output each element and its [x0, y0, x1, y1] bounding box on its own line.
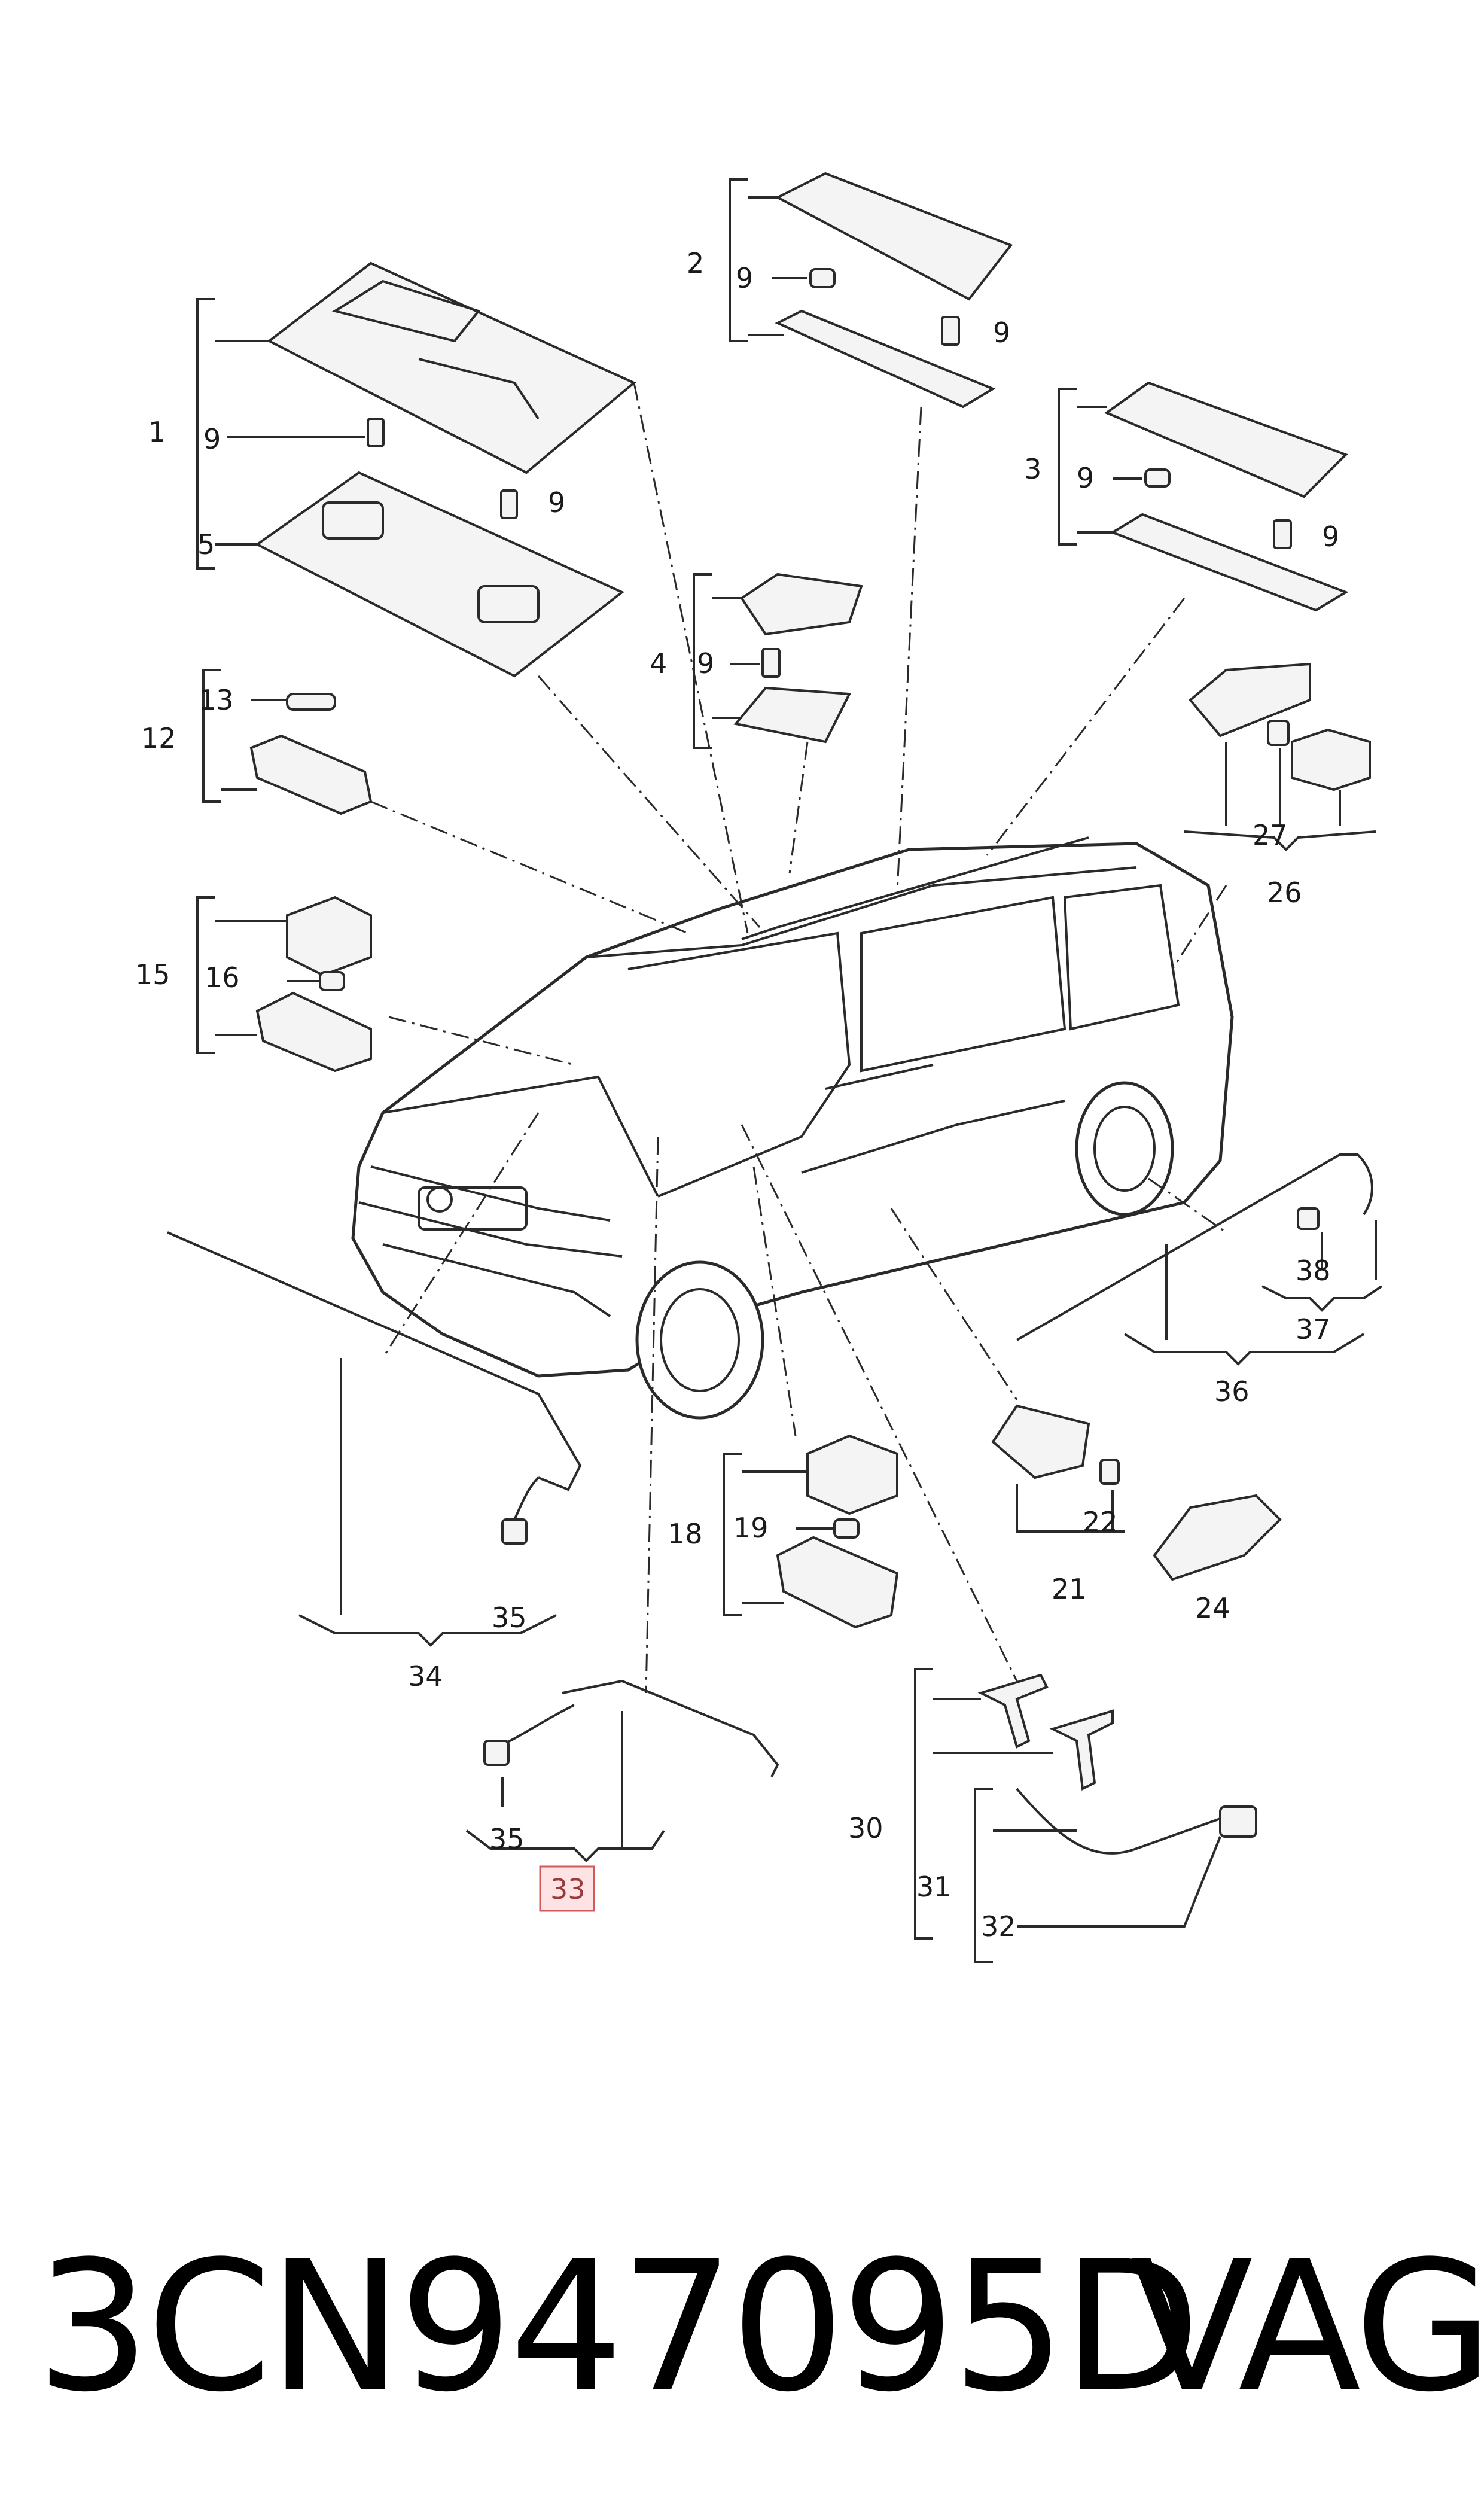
callout-13: 13: [199, 684, 234, 716]
callout-4: 4: [650, 647, 667, 680]
brand-code: VAG: [1130, 2222, 1484, 2431]
part-group-1: [196, 261, 636, 678]
callout-labels: 1 9 5 9 2 9 9 3 9 9 4 9 13 12 15 16 18 1…: [135, 247, 1339, 1942]
callout-27: 27: [1253, 819, 1288, 851]
callout-22: 22: [1083, 1506, 1118, 1538]
callout-9: 9: [993, 316, 1010, 349]
vehicle-illustration: [351, 836, 1234, 1420]
part-group-4: [693, 573, 863, 749]
callout-24: 24: [1195, 1592, 1230, 1624]
callout-30: 30: [848, 1812, 883, 1844]
callout-9: 9: [697, 647, 714, 680]
callout-33-highlight: 33: [539, 1865, 595, 1912]
part-group-15: [196, 896, 372, 1073]
callout-35: 35: [489, 1823, 525, 1855]
callout-33: 33: [550, 1873, 586, 1905]
callout-9: 9: [736, 262, 753, 294]
part-group-21: [991, 1404, 1282, 1581]
callout-26: 26: [1267, 876, 1302, 909]
part-group-36: [1016, 1153, 1383, 1366]
callout-16: 16: [205, 961, 240, 994]
part-group-33: [465, 1679, 779, 1862]
callout-18: 18: [668, 1518, 703, 1550]
callout-9: 9: [548, 486, 565, 519]
callout-34: 34: [408, 1660, 443, 1692]
part-group-26: [1184, 662, 1376, 851]
callout-37: 37: [1296, 1313, 1331, 1345]
part-group-30: [914, 1668, 1257, 1963]
callout-35: 35: [492, 1601, 527, 1634]
leader-lines: [370, 382, 1227, 1694]
callout-21: 21: [1052, 1573, 1087, 1605]
part-group-2: [729, 172, 1013, 409]
callout-2: 2: [687, 247, 704, 279]
callout-5: 5: [197, 528, 215, 561]
part-group-34: [167, 1231, 582, 1647]
callout-9: 9: [1322, 520, 1339, 553]
callout-38: 38: [1296, 1255, 1331, 1287]
part-number-code: 3CN947095D: [36, 2222, 1200, 2431]
callout-12: 12: [141, 722, 176, 754]
callout-3: 3: [1024, 453, 1041, 485]
callout-32: 32: [981, 1910, 1016, 1942]
callout-1: 1: [148, 416, 166, 448]
part-group-18: [723, 1434, 899, 1629]
footer: 3CN947095D VAG: [0, 2202, 1484, 2453]
part-group-12: [202, 669, 373, 815]
callout-15: 15: [135, 958, 170, 991]
parts-diagram: .ln { stroke:#2a2a2a; stroke-width:4; fi…: [135, 172, 1383, 1963]
callout-9: 9: [1077, 462, 1094, 494]
callout-36: 36: [1214, 1375, 1250, 1408]
callout-31: 31: [916, 1871, 952, 1903]
callout-19: 19: [733, 1512, 769, 1544]
callout-9: 9: [203, 423, 221, 455]
part-group-3: [1058, 381, 1349, 612]
